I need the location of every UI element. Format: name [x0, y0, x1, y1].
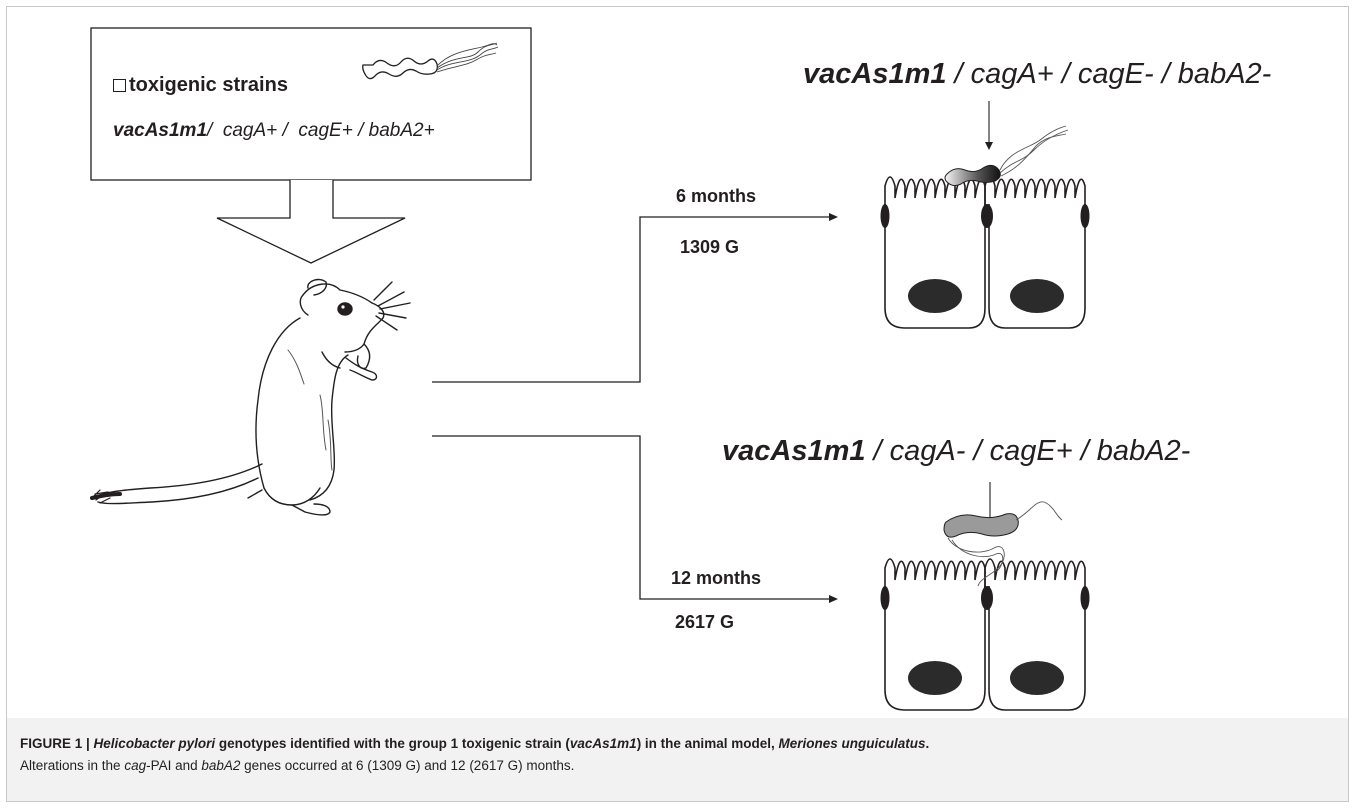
branch-12-months-arrow	[432, 435, 835, 600]
caption-body: Alterations in the cag-PAI and babA2 gen…	[20, 755, 1340, 777]
bacterium-6-months-icon	[944, 125, 1069, 187]
branch-connectors	[432, 213, 838, 603]
genotype-6-months-rest: / cagA+ / cagE- / babA2-	[946, 58, 1272, 90]
generations-label-6-months: 1309 G	[680, 237, 740, 257]
caption-title-part: genotypes identified with the group 1 to…	[215, 736, 570, 751]
caption-title-part: Meriones unguiculatus	[778, 736, 926, 751]
caption-body-part: babA2	[201, 758, 241, 773]
caption-figure-label: FIGURE 1 |	[20, 736, 94, 751]
genotype-6-months: vacAs1m1 / cagA+ / cagE- / babA2-	[803, 58, 1271, 91]
initial-genotype: vacAs1m1/ cagA+ / cagE+ / babA2+	[113, 120, 435, 142]
time-label-6-months: 6 months	[676, 186, 757, 206]
caption-title-part: .	[925, 736, 930, 751]
branch-6-months-arrow	[432, 216, 835, 383]
strain-group-title: toxigenic strains	[113, 74, 288, 97]
figure-caption: FIGURE 1 | Helicobacter pylori genotypes…	[20, 733, 1340, 777]
caption-title-part: ) in the animal model,	[636, 736, 779, 751]
checkbox-icon	[113, 79, 126, 92]
caption-body-part: -PAI and	[146, 758, 202, 773]
genotype-12-months-rest: / cagA- / cagE+ / babA2-	[865, 435, 1191, 467]
down-arrow-icon	[216, 180, 406, 264]
genotype-12-months: vacAs1m1 / cagA- / cagE+ / babA2-	[722, 435, 1190, 468]
generations-label-12-months: 2617 G	[675, 612, 735, 632]
genotype-12-months-vac: vacAs1m1	[722, 435, 866, 467]
caption-title-part: vacAs1m1	[569, 736, 637, 751]
epithelial-cells-12-months	[879, 558, 1091, 711]
caption-body-part: genes occurred at 6 (1309 G) and 12 (261…	[240, 758, 575, 773]
caption-body-part: cag	[124, 758, 147, 773]
time-label-12-months: 12 months	[671, 568, 762, 588]
strain-group-title-text: toxigenic strains	[129, 74, 288, 96]
gerbil-icon	[90, 278, 411, 516]
initial-genotype-vac: vacAs1m1	[113, 120, 208, 141]
figure-frame	[6, 6, 1349, 802]
bacterium-icon	[362, 42, 499, 80]
bacterium-12-months-icon	[943, 501, 1063, 587]
genotype-6-months-vac: vacAs1m1	[803, 58, 947, 90]
initial-genotype-rest: / cagA+ / cagE+ / babA2+	[207, 120, 435, 141]
caption-title-part: Helicobacter pylori	[93, 736, 216, 751]
epithelial-cells-6-months	[879, 176, 1091, 329]
caption-title-line: FIGURE 1 | Helicobacter pylori genotypes…	[20, 733, 1340, 755]
caption-title: Helicobacter pylori genotypes identified…	[94, 736, 930, 751]
caption-band	[7, 718, 1348, 801]
caption-body-part: Alterations in the	[20, 758, 125, 773]
